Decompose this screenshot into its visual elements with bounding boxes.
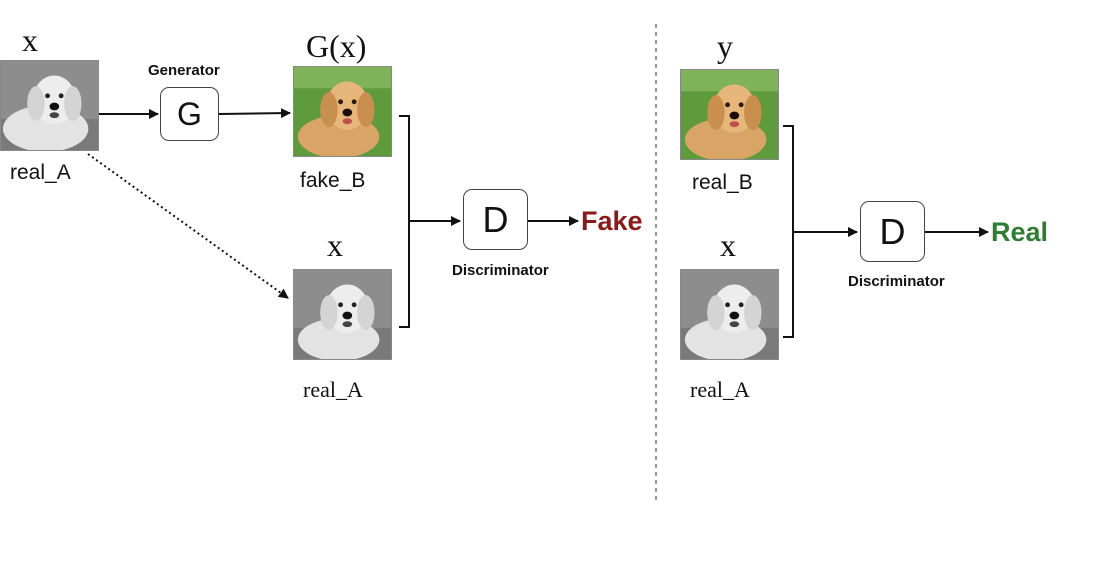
color-dog-icon-2	[681, 70, 778, 159]
grayscale-dog-icon-2	[294, 270, 391, 359]
input-x-label-2: x	[327, 227, 343, 263]
real-verdict: Real	[991, 217, 1049, 247]
real-b-image	[680, 69, 779, 160]
real-a-caption-right: real_A	[690, 377, 750, 402]
grayscale-dog-icon	[1, 61, 98, 150]
fake-b-caption: fake_B	[300, 169, 366, 192]
bracket-right	[783, 125, 794, 338]
real-a-image	[0, 60, 99, 151]
input-x-label-right: x	[720, 227, 736, 263]
grayscale-dog-icon-3	[681, 270, 778, 359]
real-a-caption-2: real_A	[303, 377, 363, 402]
discriminator-caption-right: Discriminator	[848, 273, 945, 290]
generator-caption: Generator	[148, 62, 220, 79]
fake-verdict: Fake	[581, 206, 643, 236]
generator-box: G	[160, 87, 219, 141]
discriminator-caption-left: Discriminator	[452, 262, 549, 279]
discriminator-box-right: D	[860, 201, 925, 262]
real-b-caption: real_B	[692, 171, 753, 194]
target-y-label: y	[717, 28, 733, 64]
real-a-image-2	[293, 269, 392, 360]
arrow-generator-to-fake-b	[218, 108, 291, 119]
real-a-image-right	[680, 269, 779, 360]
bracket-left	[399, 115, 410, 328]
real-a-caption: real_A	[10, 161, 71, 184]
gx-label: G(x)	[306, 28, 367, 64]
input-x-label: x	[22, 22, 38, 58]
fake-b-image	[293, 66, 392, 157]
color-dog-icon	[294, 67, 391, 156]
discriminator-box-left: D	[463, 189, 528, 250]
dotted-arrow-x-to-real-a	[87, 153, 289, 299]
